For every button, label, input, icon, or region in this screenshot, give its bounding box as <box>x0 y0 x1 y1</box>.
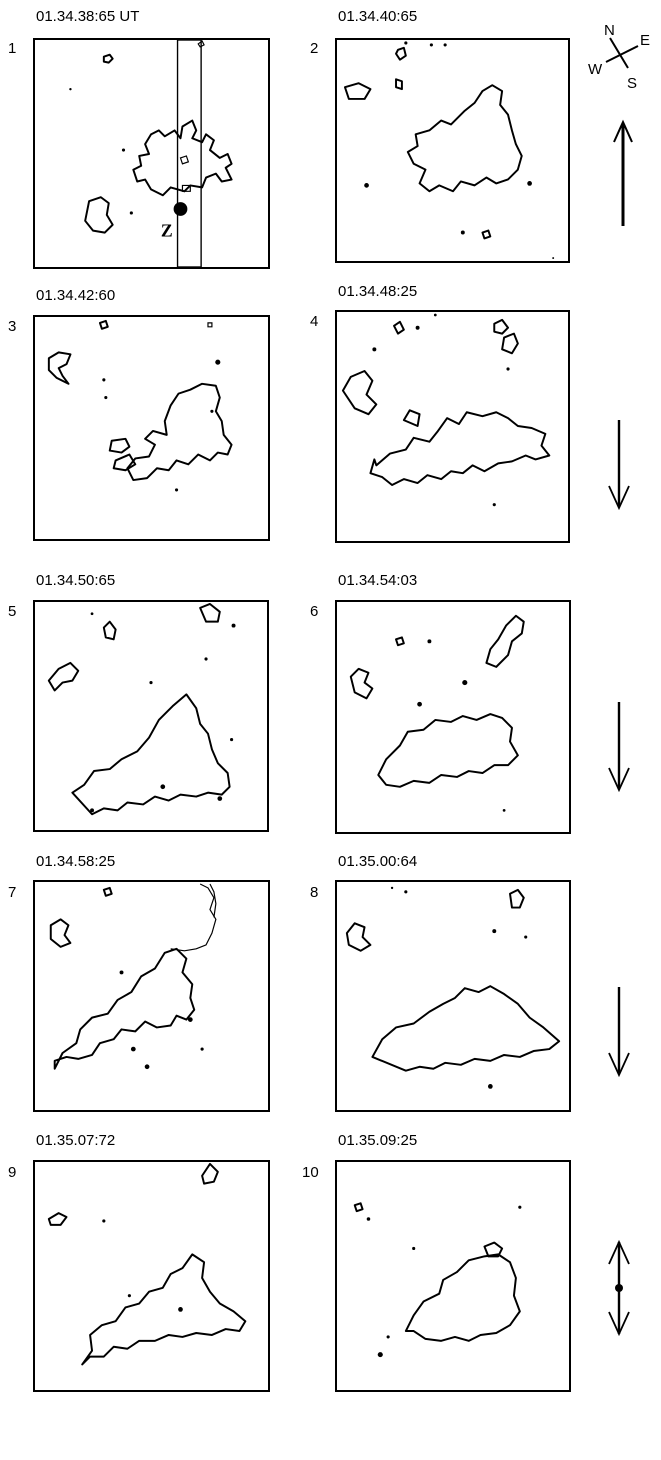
panel-timestamp: 01.35.00:64 <box>338 853 418 870</box>
panel-number: 1 <box>8 40 17 57</box>
contour-panel-8 <box>335 880 571 1112</box>
panel-timestamp: 01.34.54:03 <box>338 572 418 589</box>
marker-label: Z <box>161 221 173 241</box>
panel-timestamp: 01.34.58:25 <box>36 853 116 870</box>
panel-timestamp: 01.34.40:65 <box>338 8 418 25</box>
panel-number: 10 <box>302 1164 319 1181</box>
compass-south-label: S <box>627 75 637 92</box>
arrow-down-icon <box>608 420 630 510</box>
arrow-down-icon <box>608 987 630 1077</box>
panel-number: 9 <box>8 1164 17 1181</box>
panel-timestamp: 01.34.38:65 UT <box>36 8 140 25</box>
panel-timestamp: 01.35.07:72 <box>36 1132 116 1149</box>
panel-number: 8 <box>310 884 319 901</box>
compass-north-label: N <box>604 22 615 39</box>
compass-icon: N E W S <box>588 22 650 92</box>
contour-panel-5 <box>33 600 269 832</box>
arrow-up-icon <box>613 119 633 226</box>
panel-timestamp: 01.34.48:25 <box>338 283 418 300</box>
panel-number: 6 <box>310 603 319 620</box>
panel-number: 2 <box>310 40 319 57</box>
panel-number: 3 <box>8 318 17 335</box>
panel-number: 5 <box>8 603 17 620</box>
panel-timestamp: 01.34.42:60 <box>36 287 116 304</box>
panel-timestamp: 01.34.50:65 <box>36 572 116 589</box>
contour-panel-9 <box>33 1160 270 1392</box>
compass-east-label: E <box>640 32 650 49</box>
contour-panel-1: Z <box>33 38 270 269</box>
contour-panel-7 <box>33 880 270 1112</box>
contour-panel-2 <box>335 38 570 263</box>
contour-panel-4 <box>335 310 570 543</box>
contour-panel-10 <box>335 1160 571 1392</box>
panel-timestamp: 01.35.09:25 <box>338 1132 418 1149</box>
panel-number: 4 <box>310 313 319 330</box>
contour-panel-6 <box>335 600 571 834</box>
arrow-down-icon <box>608 702 630 792</box>
arrow-up-down-icon <box>608 1239 630 1337</box>
panel-number: 7 <box>8 884 17 901</box>
compass-west-label: W <box>588 61 603 78</box>
contour-panel-3 <box>33 315 270 541</box>
